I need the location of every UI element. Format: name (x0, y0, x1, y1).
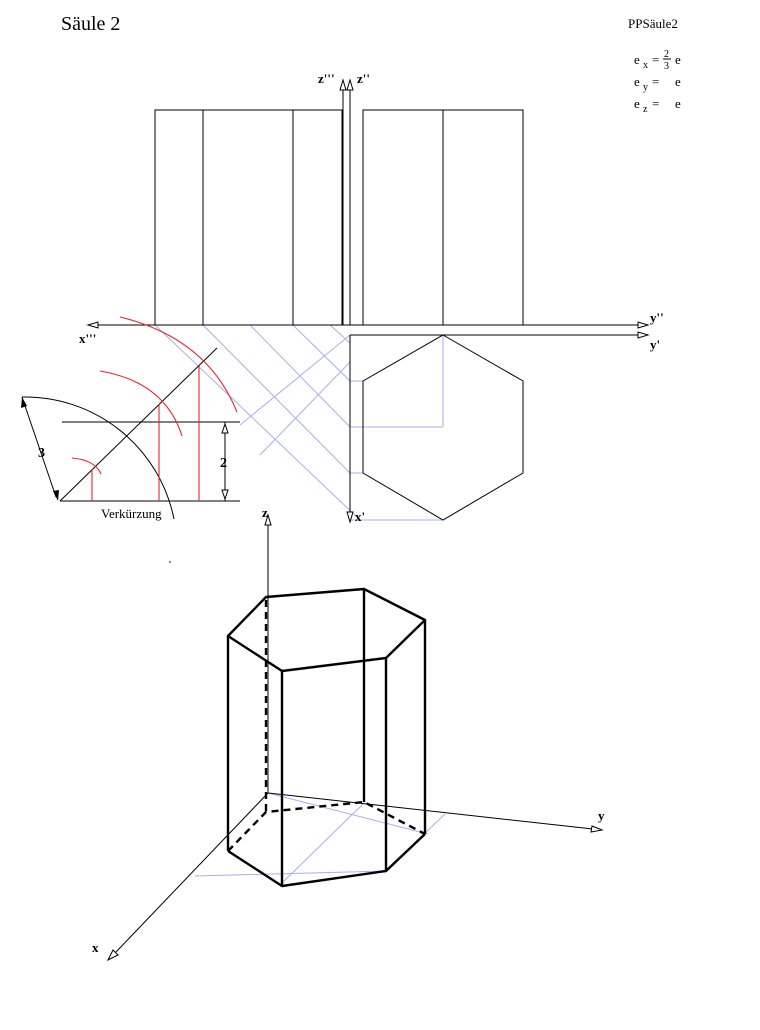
z3-label: z''' (318, 71, 335, 86)
z-label: z (262, 505, 268, 520)
construction-line (202, 324, 351, 474)
ez-e-label: e (634, 96, 640, 111)
stray-dot (169, 561, 171, 563)
dimension-value-2: 2 (220, 456, 227, 471)
x-arrow (106, 949, 119, 962)
sheet-code: PPSäule2 (628, 16, 678, 31)
dimension-arrow (53, 490, 59, 501)
ey-equals: = (652, 74, 659, 89)
x-axis (115, 792, 269, 953)
construction-line (194, 870, 386, 877)
ex-fraction-den: 3 (664, 61, 669, 72)
x3-label: x''' (79, 331, 96, 346)
front-view (362, 109, 524, 326)
y-label: y (598, 808, 605, 823)
dimension-value-3: 3 (38, 446, 45, 461)
side-view-outline (154, 109, 343, 326)
construction-line (259, 361, 351, 456)
y2-arrow (637, 321, 650, 329)
ex-equals: = (652, 52, 659, 67)
red-arc-outer (119, 316, 238, 413)
ez-subscript: z (643, 104, 648, 115)
ex-e-label: e (634, 52, 640, 67)
red-arc-middle (99, 370, 183, 437)
ex-subscript: x (643, 60, 648, 71)
diagonal-line (59, 347, 218, 502)
ey-e: e (675, 74, 681, 89)
z2-label: z'' (357, 71, 370, 86)
dimension-line-3 (21, 396, 57, 498)
x1-label: x' (355, 509, 365, 524)
y1-arrow (637, 331, 650, 339)
shortening-arc-3 (21, 396, 175, 520)
prism-top-face (226, 587, 427, 673)
shortening-construction: 3 2 Verkürzung (21, 316, 240, 563)
ey-e-label: e (634, 74, 640, 89)
y-arrow (590, 825, 604, 833)
construction-line (239, 334, 351, 426)
multiview-axes: z''' z'' x''' y'' y' x' (79, 71, 664, 524)
x3-arrow (86, 321, 99, 329)
shortening-label: Verkürzung (101, 506, 162, 521)
dimension-arrow (21, 397, 27, 408)
side-view (154, 109, 343, 326)
x-label: x (92, 940, 99, 955)
x1-arrow (346, 511, 354, 524)
isometric-axes: z y x (92, 505, 605, 962)
y-axis (267, 792, 594, 830)
construction-line (267, 792, 429, 835)
z3-arrow (339, 78, 347, 91)
z-arrow (264, 513, 272, 526)
construction-line (281, 802, 365, 884)
ex-fraction-num: 2 (664, 49, 669, 60)
ez-e: e (675, 96, 681, 111)
ex-e: e (675, 52, 681, 67)
construction-line (154, 324, 361, 521)
red-arc-inner (71, 457, 102, 475)
z2-arrow (346, 78, 354, 91)
ey-subscript: y (643, 82, 648, 93)
construction-line (329, 324, 351, 344)
ez-equals: = (652, 96, 659, 111)
construction-line (292, 324, 351, 382)
prism-hidden-bottom-edges (227, 800, 426, 852)
dimension-arrow (221, 422, 229, 434)
construction-lines (154, 324, 446, 884)
prism-bottom-visible-edges (227, 833, 426, 888)
scale-notes: e x = 2 3 e e y = e e z = e (634, 49, 681, 115)
hexagonal-prism (226, 587, 427, 888)
y2-label: y'' (650, 310, 664, 325)
y1-label: y' (650, 337, 660, 352)
page-title: Säule 2 (61, 13, 120, 35)
top-view-hexagon (362, 334, 524, 521)
dimension-arrow (221, 489, 229, 501)
